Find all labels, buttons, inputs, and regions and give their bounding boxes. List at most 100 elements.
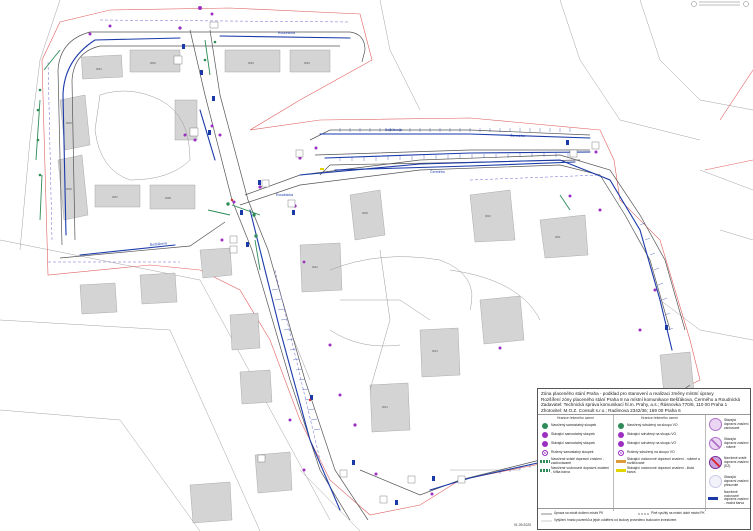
legend-item-label: Stávající dopravní značení - rušené [724, 437, 749, 449]
building-label: 0014 [382, 405, 388, 409]
legend-symbol-icon [616, 460, 626, 464]
legend-item-label: Rušený sdružený na sloupu VO [627, 449, 675, 454]
legend-footer-note: Vytýčení hranic pozemků a jejich oddělen… [554, 518, 677, 522]
street-label: Roudnická [276, 193, 293, 197]
legend-symbol-icon [542, 422, 548, 429]
green-proposed-markings [35, 39, 571, 271]
legend-symbol-icon [616, 469, 626, 473]
legend-body: Hranice řešeného území Navržený samostat… [538, 415, 751, 512]
project-title-line: Zhotovitel: M.O.Z. Consult s.r.o.; Radim… [541, 407, 681, 413]
legend-item: Stávající samostatný sloupek [538, 439, 613, 448]
project-title-block: Zóna placeného stání Praha - podklad pro… [538, 389, 750, 416]
legend-symbol-icon [709, 437, 722, 451]
legend-item: Navržené vodorovné dopravní značení - mo… [706, 490, 751, 505]
legend-symbol-icon [618, 422, 624, 429]
building-label: 0002 [150, 61, 156, 65]
legend-item: Stávající samostatný sloupek [538, 430, 613, 439]
legend-footer-item: Úprava na místě dotčení místní PK [554, 511, 604, 515]
drawing-date: 01.09.2020 [514, 523, 531, 527]
legend-item-label: Navržený sdružený na sloupu VO [627, 422, 678, 427]
legend-item: Stávající vodorovné dopravní značení - ž… [614, 466, 705, 475]
street-label: Bešťákova [385, 128, 402, 132]
legend-symbol-icon [542, 440, 548, 447]
legend-item: Navržený sdružený na sloupu VO [614, 421, 705, 430]
legend-symbol-icon [618, 449, 624, 456]
legend-box: Zóna placeného stání Praha - podklad pro… [537, 388, 751, 530]
legend-item: Stávající dopravní značení zachované [706, 415, 751, 434]
dashed-markings [47, 19, 601, 461]
legend-item: Navržené svislé dopravní značení - zacho… [538, 457, 613, 466]
project-title-line: Zóna placeného stání Praha - podklad pro… [541, 391, 714, 396]
legend-item-label: Rušený samostatný sloupek [551, 449, 594, 454]
legend-item: Stávající dopravní značení - rušené [706, 434, 751, 453]
building-label: 0003 [248, 61, 254, 65]
legend-line-samples [541, 513, 649, 522]
building-label: 0007 [112, 195, 118, 199]
legend-item: Navržené vodorovné dopravní značení - ší… [538, 466, 613, 475]
building-label: 0009 [362, 211, 368, 215]
legend-item: Rušený samostatný sloupek [538, 448, 613, 457]
legend-item: Rušený sdružený na sloupu VO [614, 448, 705, 457]
legend-item-label: Stávající vodorovné dopravní značení - r… [627, 457, 700, 465]
legend-footer: Úprava na místě dotčení místní PK Plně v… [538, 508, 750, 529]
project-title-line: Rozšíření zóny placeného stání Praha 8 n… [541, 396, 741, 402]
legend-symbol-icon [540, 469, 550, 473]
legend-item: Navržené svislé dopravní značení (DZ) [706, 453, 751, 472]
blue-parking-markings [62, 35, 681, 511]
legend-column-header: Hranice řešeného území [641, 416, 678, 421]
legend-item-label: Stávající sdružený na sloupu VO [627, 440, 677, 445]
legend-item-label: Navržený samostatný sloupek [551, 422, 597, 427]
road-edges [57, 29, 691, 521]
legend-column-1: Hranice řešeného území Navržený samostat… [538, 415, 614, 512]
building-label: 0012 [312, 265, 318, 269]
legend-item-label: Navržené vodorovné dopravní značení - mo… [724, 490, 749, 505]
building-label: 0008 [165, 196, 171, 200]
title-block-icons [691, 1, 749, 7]
buildings [57, 49, 695, 524]
legend-symbol-icon [542, 431, 548, 438]
legend-symbol-icon [540, 460, 550, 464]
legend-column-header: Hranice řešeného území [557, 416, 594, 421]
building-label: 0005 [66, 121, 72, 125]
legend-symbol-icon [618, 440, 624, 447]
legend-item: Stávající sdružený na sloupu VO [614, 439, 705, 448]
building-label: 0001 [96, 67, 102, 71]
street-label: Čermého [510, 133, 525, 138]
building-label: 0004 [304, 61, 310, 65]
building-labels: 0001 0002 0003 0004 0005 0006 0007 0008 … [66, 61, 561, 409]
legend-item: Stávající vodorovné dopravní značení - r… [614, 457, 705, 466]
legend-symbol-icon [708, 496, 718, 500]
legend-item-label: Navržené vodorovné dopravní značení - ší… [551, 466, 610, 474]
legend-item-label: Stávající vodorovné dopravní značení - ž… [627, 466, 694, 474]
legend-item-label: Stávající dopravní značení přesunuté [724, 475, 749, 487]
legend-item-label: Stávající samostatný sloupek [551, 440, 595, 445]
street-labels: Roudnická Bešťákova Čermého Čermého Bešť… [150, 31, 525, 247]
legend-item: Navržený samostatný sloupek [538, 421, 613, 430]
project-title-line: Zadavatel: Technická správa komunikací h… [541, 402, 728, 408]
building-label: 0013 [432, 349, 438, 353]
street-label: Roudnická [278, 31, 295, 35]
building-label: 0010 [485, 214, 491, 218]
legend-item-label: Navržené svislé dopravní značení - zacho… [551, 457, 604, 465]
legend-column-2: Hranice řešeného území Navržený sdružený… [614, 415, 706, 512]
street-label: Čermého [430, 169, 445, 174]
legend-footer-item: Plně využitý na místní době místní PK [651, 511, 705, 515]
legend-item: Stávající dopravní značení přesunuté [706, 472, 751, 491]
legend-symbol-icon [709, 456, 722, 470]
legend-item-label: Stávající sdružený na sloupu VO [627, 431, 677, 436]
sign-markers [36, 6, 668, 505]
sign-panels [173, 21, 600, 504]
legend-item: Stávající sdružený na sloupu VO [614, 430, 705, 439]
project-boundary [41, 7, 753, 516]
legend-symbol-icon [618, 431, 624, 438]
legend-symbol-icon [542, 449, 548, 456]
legend-item-label: Stávající samostatný sloupek [551, 431, 595, 436]
legend-item-label: Navržené svislé dopravní značení (DZ) [724, 456, 749, 468]
legend-item-label: Stávající dopravní značení zachované [724, 418, 749, 430]
legend-symbol-icon [709, 475, 722, 489]
building-label: 0011 [555, 235, 561, 239]
street-label: Bešťákova [150, 241, 167, 247]
legend-symbol-icon [709, 418, 722, 432]
